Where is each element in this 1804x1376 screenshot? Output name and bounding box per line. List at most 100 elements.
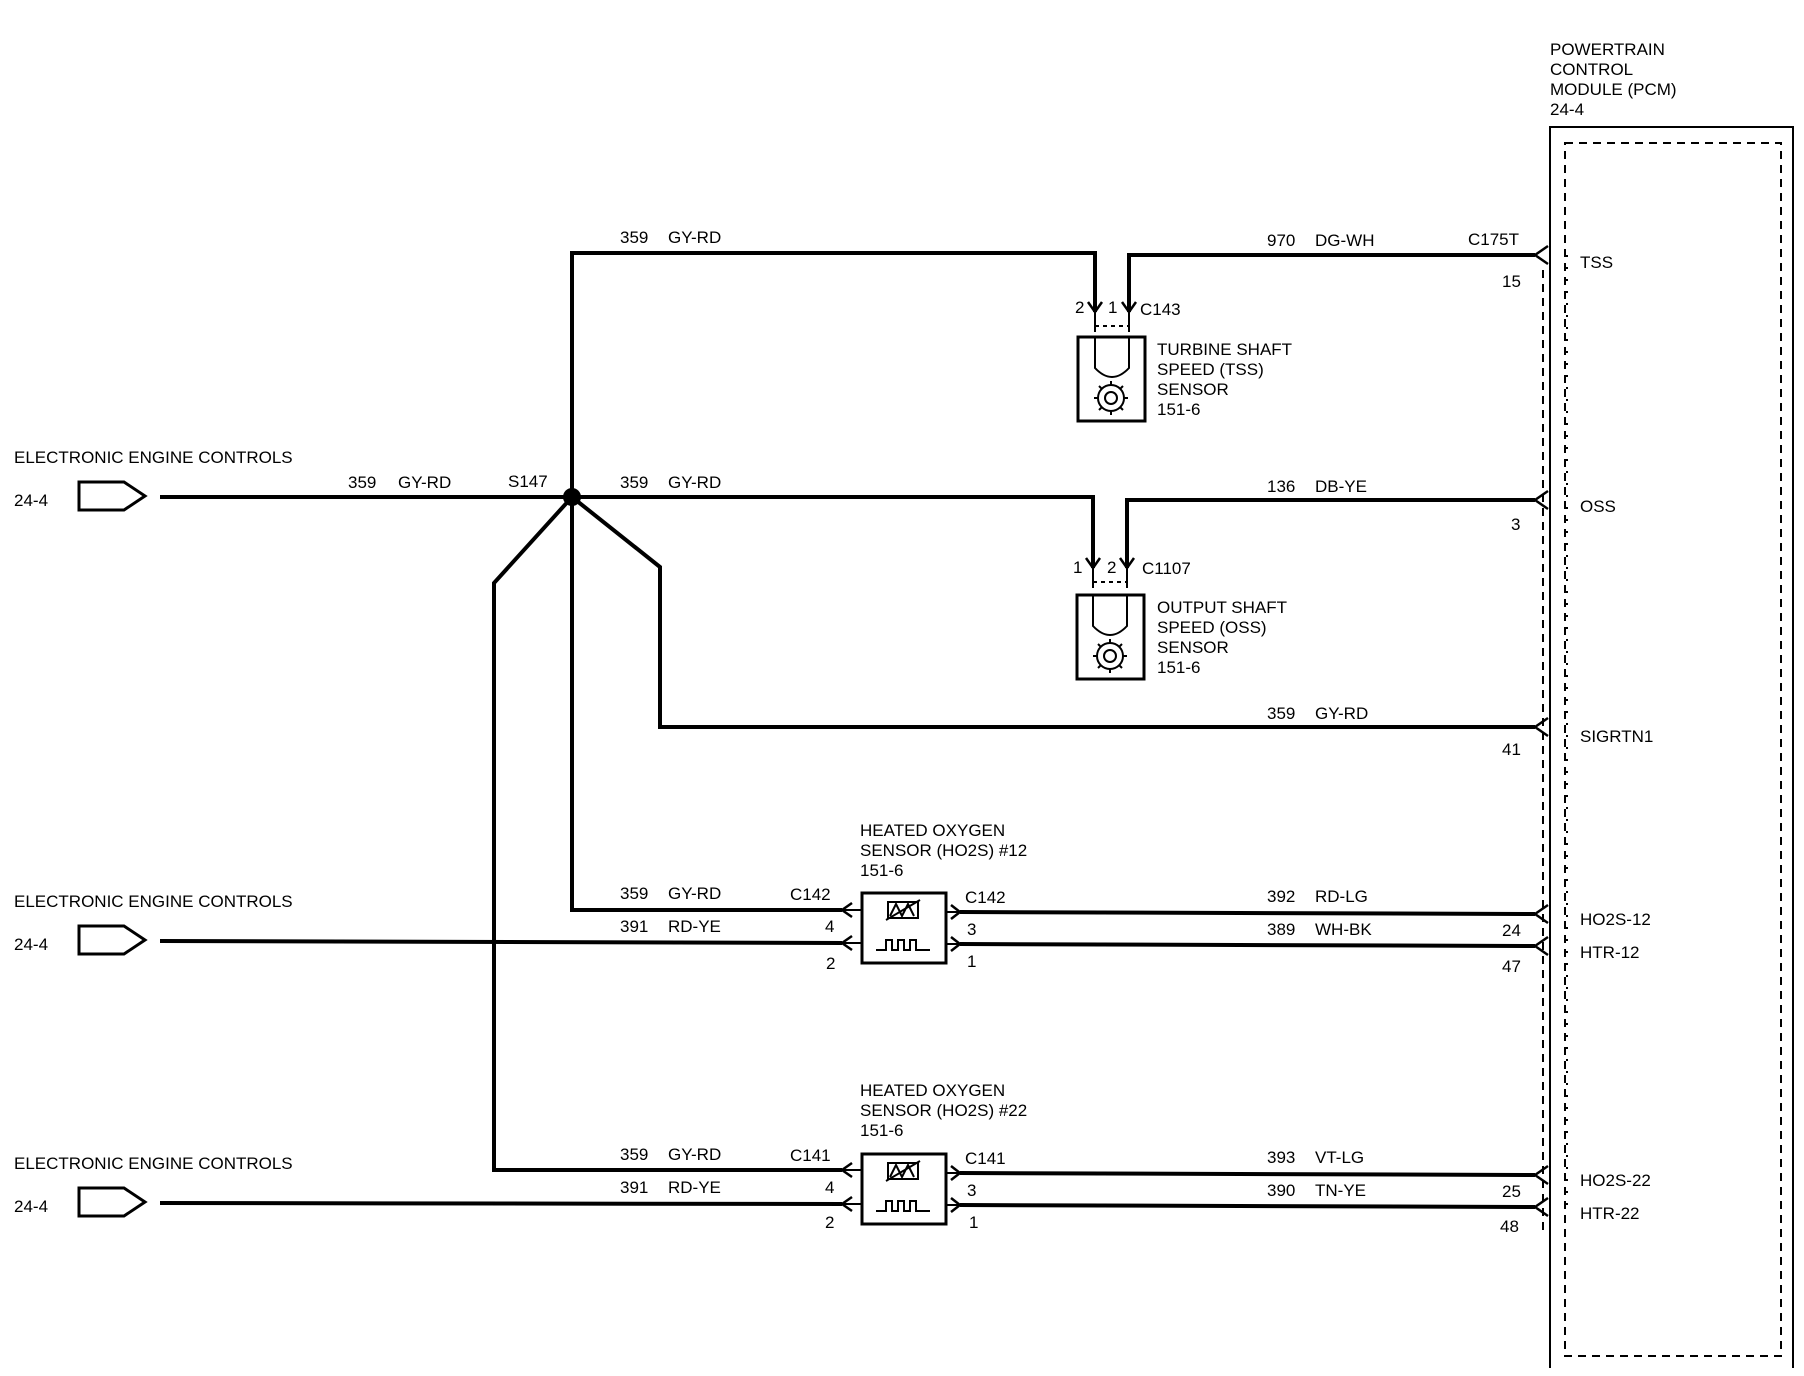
ho2s12-sensor: HEATED OXYGEN SENSOR (HO2S) #12 151-6 C1… [790,821,1027,973]
arrow-sigrtn [1532,716,1549,738]
eec-label-2: ELECTRONIC ENGINE CONTROLS [14,892,293,911]
wire-label-color: TN-YE [1315,1181,1366,1200]
oss-label-line-3: SENSOR [1157,638,1229,657]
pin-number-htr12: 47 [1502,957,1521,976]
eec-source-1: ELECTRONIC ENGINE CONTROLS 24-4 [14,448,293,512]
ho2s22-label-line-1: HEATED OXYGEN [860,1081,1005,1100]
wire-label-circuit: 359 [620,884,648,903]
wire-136 [1125,498,1535,568]
wire-391-ho2s12 [159,939,843,945]
arrow-ho2s12 [1532,903,1549,925]
wire-970 [1127,253,1535,312]
pcm-module: POWERTRAIN CONTROL MODULE (PCM) 24-4 [1542,40,1794,1368]
wire-label-circuit: 390 [1267,1181,1295,1200]
oss-coil [1092,595,1128,636]
wire-label-circuit: 136 [1267,477,1295,496]
wire-label-circuit: 391 [620,1178,648,1197]
ho2s22-pin-br: 1 [969,1213,978,1232]
sensor-element-icon [885,1160,921,1182]
ho2s12-connector-left: C142 [790,885,831,904]
wire-label-color: GY-RD [398,473,451,492]
ho2s12-pin-tr: 3 [967,920,976,939]
wire-label-circuit: 359 [620,228,648,247]
eec-label-3: ELECTRONIC ENGINE CONTROLS [14,1154,293,1173]
wire-359-tss [570,251,1097,497]
pin-number-ho2s12: 24 [1502,921,1521,940]
wire-393 [959,1171,1536,1177]
oss-connector-label: C1107 [1142,559,1191,578]
wire-391-ho2s22 [159,1201,843,1206]
ho2s22-label-line-3: 151-6 [860,1121,903,1140]
splice-label: S147 [508,472,548,491]
tss-sensor-body [1076,335,1147,423]
pcm-title-line-1: POWERTRAIN [1550,40,1665,59]
wire-label-color: WH-BK [1315,920,1372,939]
eec-connector-icon-1 [77,480,148,512]
wires [159,251,1536,1209]
pin-name-ho2s22: HO2S-22 [1580,1171,1651,1190]
ho2s12-pin-bl: 2 [826,954,835,973]
oss-label-line-4: 151-6 [1157,658,1200,677]
wire-label-color: RD-YE [668,1178,721,1197]
heater-waveform-icon [876,939,930,951]
pin-name-ho2s12: HO2S-12 [1580,910,1651,929]
pin-name-sigrtn1: SIGRTN1 [1580,727,1653,746]
oss-sensor-body [1075,593,1146,681]
gear-icon [1094,381,1128,415]
heater-waveform-icon [876,1200,930,1212]
wire-label-circuit: 393 [1267,1148,1295,1167]
gear-icon [1093,639,1127,673]
arrow-ho2s22 [1532,1164,1549,1186]
eec-label-1: ELECTRONIC ENGINE CONTROLS [14,448,293,467]
ho2s12-label-line-2: SENSOR (HO2S) #12 [860,841,1027,860]
eec-source-2: ELECTRONIC ENGINE CONTROLS 24-4 [14,892,293,956]
wire-label-color: DB-YE [1315,477,1367,496]
wire-389 [959,942,1536,948]
oss-label-line-2: SPEED (OSS) [1157,618,1267,637]
wire-label-color: GY-RD [668,228,721,247]
oss-sensor: 1 2 C1107 OUTPUT SHAFT SPEED (OSS) SENSO… [1073,557,1287,681]
pin-number-sigrtn1: 41 [1502,740,1521,759]
oss-pin-right: 2 [1107,558,1116,577]
wire-label-color: RD-YE [668,917,721,936]
wire-labels: 359 GY-RD 359 GY-RD 359 GY-RD 970 DG-WH … [348,228,1374,1200]
wire-label-color: GY-RD [668,473,721,492]
eec-ref-2: 24-4 [14,935,48,954]
pcm-title-line-2: CONTROL [1550,60,1633,79]
wire-label-circuit: 392 [1267,887,1295,906]
pcm-connector-label: C175T [1468,230,1519,249]
wire-label-color: GY-RD [668,884,721,903]
pin-number-ho2s22: 25 [1502,1182,1521,1201]
sensor-element-icon [885,899,921,921]
ho2s22-connector-right: C141 [965,1149,1006,1168]
pin-number-oss: 3 [1511,515,1520,534]
tss-label-line-4: 151-6 [1157,400,1200,419]
ho2s22-pin-bl: 2 [825,1213,834,1232]
ho2s22-body [860,1152,948,1226]
ho2s12-connector-right: C142 [965,888,1006,907]
pcm-title-line-3: MODULE (PCM) [1550,80,1677,99]
wire-390 [959,1203,1536,1209]
eec-ref-3: 24-4 [14,1197,48,1216]
wire-392 [959,910,1536,916]
wire-359-ho2s22 [492,495,842,1172]
wire-label-circuit: 970 [1267,231,1295,250]
pcm-outline [1549,126,1794,1368]
ho2s22-sensor: HEATED OXYGEN SENSOR (HO2S) #22 151-6 C1… [790,1081,1027,1232]
tss-label-line-3: SENSOR [1157,380,1229,399]
ho2s22-label-line-2: SENSOR (HO2S) #22 [860,1101,1027,1120]
wire-label-circuit: 391 [620,917,648,936]
splice-node [563,488,581,506]
tss-sensor: 2 1 C143 TURBINE SHAFT SPEED (TSS) SENSO… [1075,298,1292,423]
wire-label-circuit: 359 [1267,704,1295,723]
pin-name-oss: OSS [1580,497,1616,516]
pin-number-tss: 15 [1502,272,1521,291]
oss-label-line-1: OUTPUT SHAFT [1157,598,1287,617]
wire-label-color: VT-LG [1315,1148,1364,1167]
arrow-htr22 [1532,1196,1549,1218]
pin-name-tss: TSS [1580,253,1613,272]
wire-label-circuit: 359 [620,473,648,492]
arrow-oss [1532,489,1549,511]
tss-label-line-2: SPEED (TSS) [1157,360,1264,379]
